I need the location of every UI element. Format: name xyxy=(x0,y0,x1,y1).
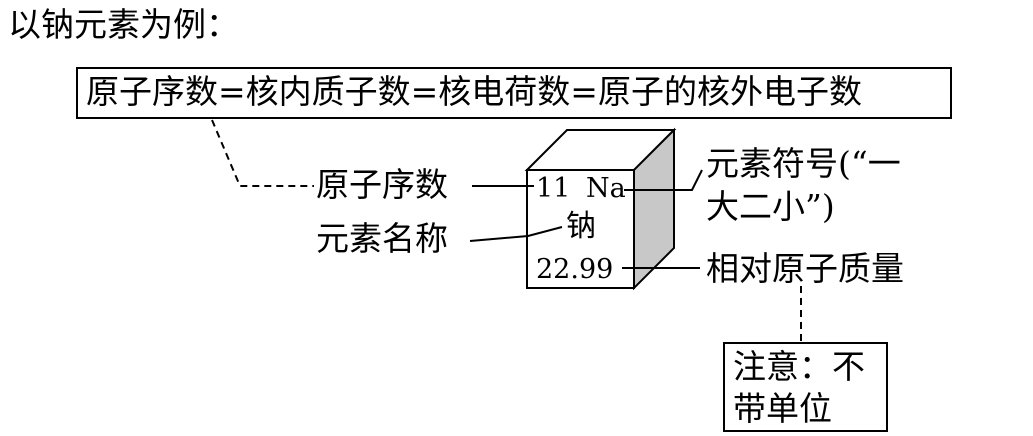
note-line1: 注意：不 xyxy=(733,347,865,386)
label-atomic-number: 原子序数 xyxy=(316,165,448,204)
line-symbol xyxy=(624,169,703,191)
dashed-connector-equation xyxy=(211,119,314,187)
cube-element-symbol: Na xyxy=(586,173,626,204)
equation-text: 原子序数=核内质子数=核电荷数=原子的核外电子数 xyxy=(86,72,862,111)
line-element-name xyxy=(469,226,563,242)
label-symbol-line1: 元素符号(“一 xyxy=(706,144,901,183)
cube-element-name: 钠 xyxy=(566,209,596,244)
cube-atomic-mass: 22.99 xyxy=(536,254,614,285)
label-atomic-mass: 相对原子质量 xyxy=(706,249,904,288)
equation-box xyxy=(76,67,952,119)
cube-atomic-number: 11 xyxy=(536,173,571,204)
note-box xyxy=(723,342,888,432)
label-symbol-line2: 大二小”) xyxy=(706,187,835,226)
label-element-name: 元素名称 xyxy=(316,219,448,258)
note-line2: 带单位 xyxy=(733,389,832,428)
cube-front-face xyxy=(526,169,635,289)
intro-text: 以钠元素为例： xyxy=(8,5,239,44)
